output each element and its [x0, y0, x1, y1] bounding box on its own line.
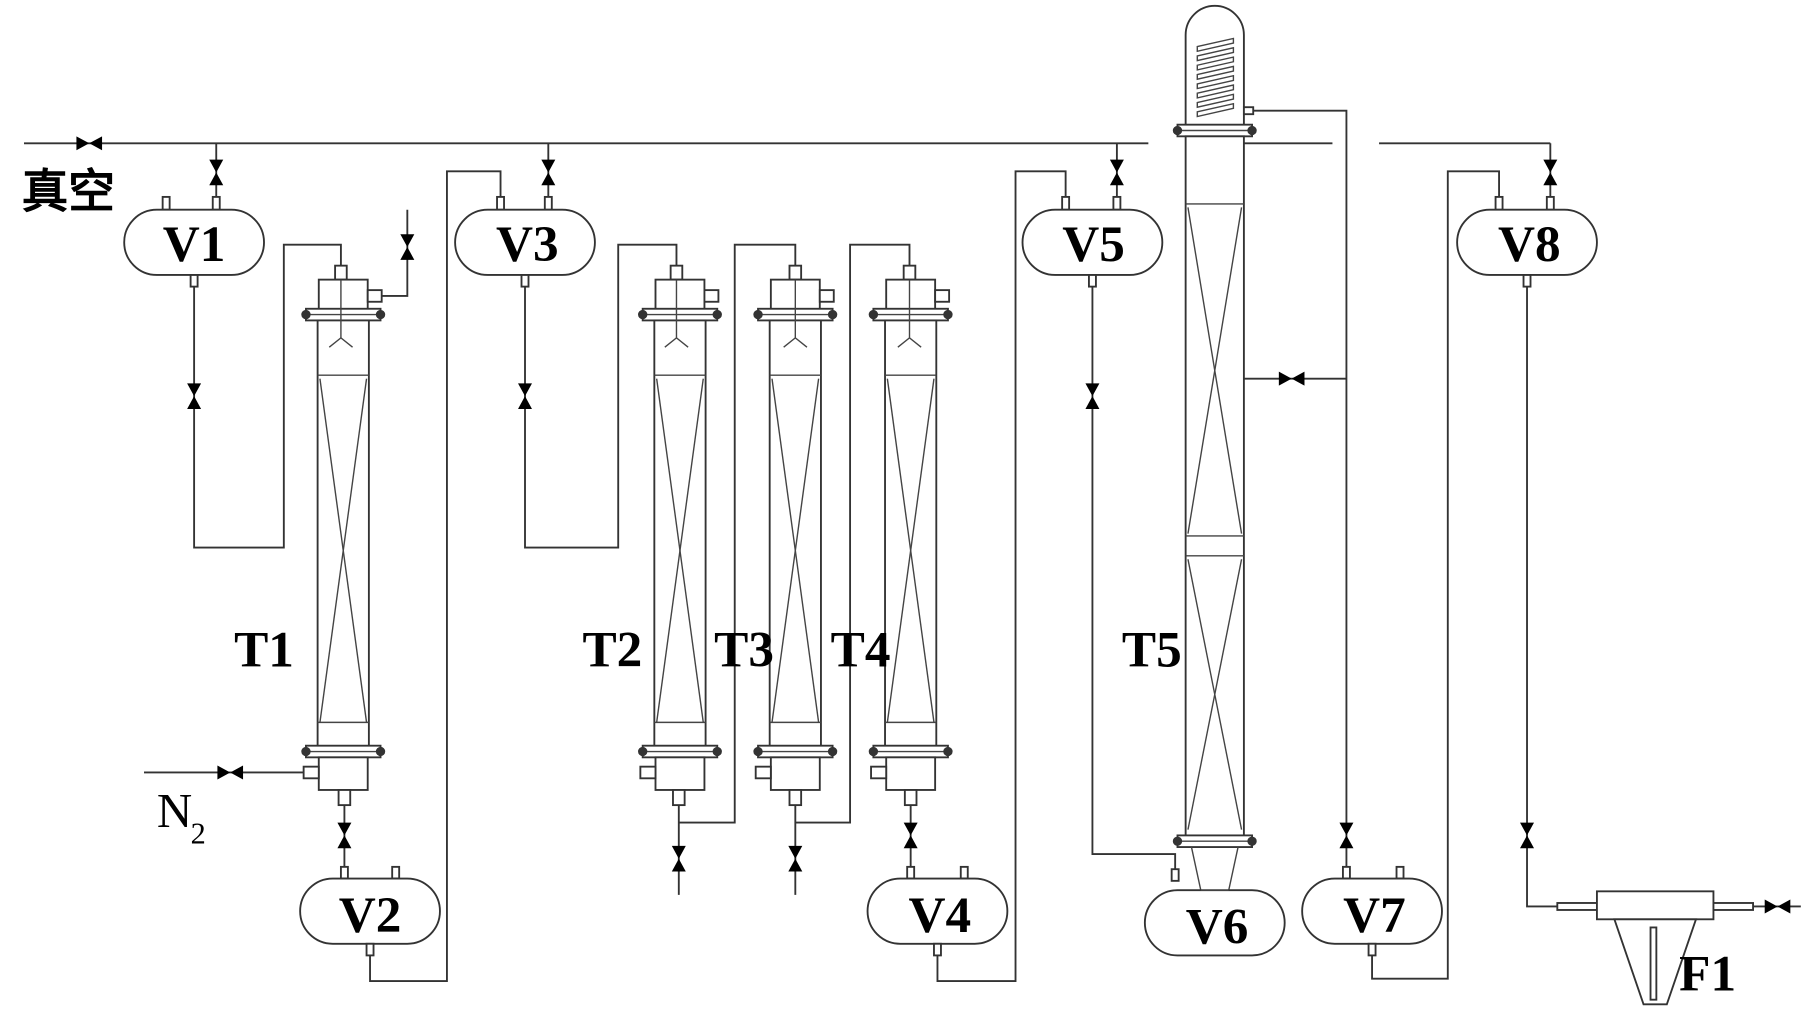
T1-vent-valve[interactable] — [400, 234, 415, 260]
column-T2[interactable]: T2 — [582, 243, 797, 895]
T5-side-draw-valve[interactable] — [1278, 371, 1305, 386]
vessel-V5-group: V5 — [1021, 143, 1177, 872]
nitrogen-label: N — [157, 783, 192, 838]
vessel-V5-label: V5 — [1062, 216, 1125, 273]
column-T3[interactable]: T3 — [714, 243, 911, 895]
vessel-V4-label: V4 — [908, 887, 971, 944]
V3-outlet-valve[interactable] — [518, 383, 532, 409]
F1-outlet-valve[interactable] — [1764, 899, 1791, 914]
vessel-V8-group: V8 — [1456, 143, 1598, 908]
vessel-V6-group: V6 — [1143, 868, 1286, 957]
condenser-coil-icon — [1196, 37, 1235, 118]
vessel-V8-label: V8 — [1498, 216, 1561, 273]
column-T2-label: T2 — [582, 621, 642, 678]
vessel-V2-label: V2 — [339, 887, 402, 944]
V1-vacuum-valve[interactable] — [209, 159, 224, 186]
V4-inlet-valve[interactable] — [903, 822, 918, 849]
column-T5[interactable]: T5 — [1122, 4, 1348, 891]
vessel-V7-label: V7 — [1343, 887, 1406, 944]
V7-inlet-valve[interactable] — [1339, 822, 1354, 849]
V5-outlet-valve[interactable] — [1085, 383, 1100, 409]
vessel-V4-group: V4 — [866, 170, 1067, 982]
T2-drain-valve[interactable] — [671, 845, 686, 872]
vessel-V1-group: V1 — [123, 143, 342, 549]
T3-drain-valve[interactable] — [788, 845, 803, 872]
nitrogen-inlet: N 2 — [144, 765, 304, 851]
filter-F1[interactable]: F1 — [1556, 890, 1801, 1006]
column-T5-label: T5 — [1122, 621, 1182, 678]
vessel-V3-group: V3 — [454, 143, 678, 549]
vessel-V3-label: V3 — [496, 216, 559, 273]
vacuum-label: 真空 — [22, 163, 115, 218]
V2-inlet-valve[interactable] — [337, 822, 352, 849]
column-T3-label: T3 — [714, 621, 774, 678]
filter-F1-label: F1 — [1679, 945, 1736, 1002]
column-T1[interactable]: T1 — [234, 209, 415, 807]
column-T1-label: T1 — [234, 621, 294, 678]
V8-outlet-valve[interactable] — [1520, 822, 1535, 849]
column-T4-label: T4 — [831, 621, 891, 678]
nitrogen-subscript: 2 — [191, 817, 206, 851]
vacuum-header: 真空 — [22, 136, 1551, 218]
vessel-V6-label: V6 — [1186, 899, 1249, 956]
V1-outlet-valve[interactable] — [187, 383, 202, 409]
vessel-V7-group: V7 — [1301, 170, 1500, 980]
column-T4[interactable]: T4 — [831, 264, 954, 807]
vessel-V1-label: V1 — [163, 216, 226, 273]
V8-vacuum-valve[interactable] — [1543, 159, 1558, 186]
vessel-V2-group: V2 — [299, 170, 502, 982]
nitrogen-valve[interactable] — [217, 765, 244, 780]
